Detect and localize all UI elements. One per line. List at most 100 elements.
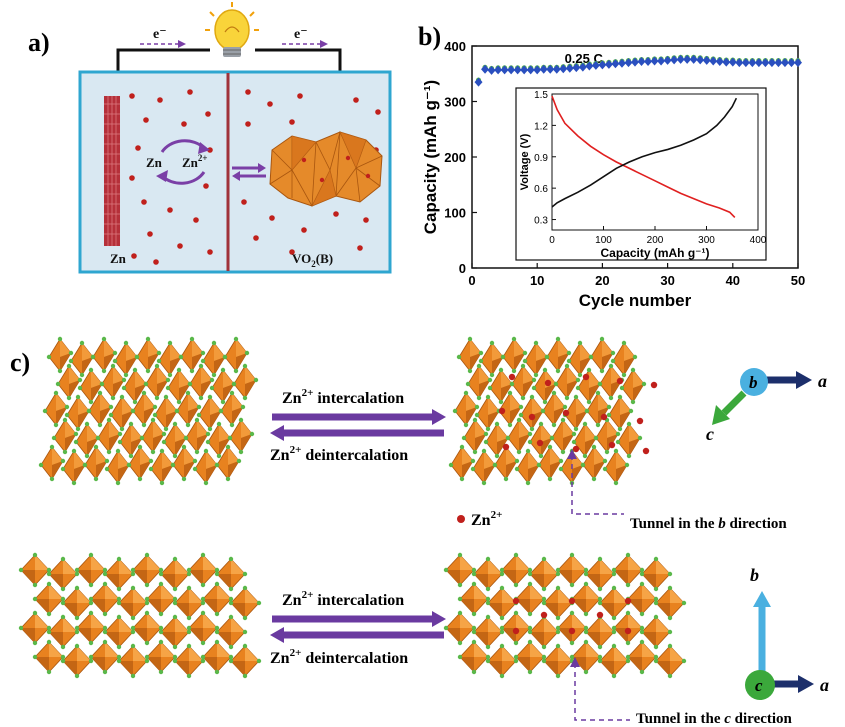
vo6-octahedron bbox=[513, 581, 547, 617]
vo6-octahedron bbox=[144, 581, 178, 617]
capacity-point bbox=[559, 64, 568, 74]
capacity-point bbox=[663, 55, 672, 65]
panel-label-b: b) bbox=[418, 22, 442, 51]
zn-ion bbox=[624, 597, 632, 605]
deintercalation-arrow-top bbox=[270, 425, 444, 441]
capacity-point bbox=[787, 58, 796, 68]
inset-x-axis-label: Capacity (mAh g⁻¹) bbox=[600, 246, 709, 260]
capacity-point bbox=[683, 54, 692, 64]
vo6-octahedron bbox=[228, 585, 262, 621]
capacity-point bbox=[709, 56, 718, 66]
intercalation-arrow-bottom bbox=[272, 611, 446, 627]
vo6-octahedron bbox=[470, 448, 498, 486]
vo6-octahedron bbox=[228, 643, 262, 679]
inset-y-tick-label: 0.3 bbox=[534, 216, 548, 227]
inset-y-tick-label: 1.2 bbox=[534, 121, 548, 132]
zn-ion bbox=[642, 447, 650, 455]
capacity-point bbox=[494, 65, 503, 75]
zn-ion bbox=[596, 611, 604, 619]
vo6-octahedron bbox=[583, 614, 617, 650]
capacity-point bbox=[546, 64, 555, 74]
discharge-curve bbox=[551, 95, 736, 219]
vo6-octahedron bbox=[172, 585, 206, 621]
zn-anode bbox=[104, 96, 120, 246]
capacity-point bbox=[526, 65, 535, 75]
axis-triad-bottom: c a b bbox=[745, 565, 829, 700]
axis-c-label-bottom: c bbox=[755, 676, 763, 695]
tunnel-b-label: Tunnel in the b direction bbox=[630, 516, 787, 532]
vo6-octahedron bbox=[527, 614, 561, 650]
y-tick-label: 300 bbox=[444, 95, 466, 110]
zn-metal-label: Zn bbox=[146, 155, 163, 170]
vo6-octahedron bbox=[144, 639, 178, 675]
capacity-point bbox=[578, 62, 587, 72]
vo6-octahedron bbox=[485, 643, 519, 679]
capacity-point bbox=[715, 57, 724, 67]
vo6-octahedron bbox=[541, 643, 575, 679]
intercalation-label-top: Zn2+intercalation bbox=[282, 387, 404, 407]
vo2-structure-c-view bbox=[18, 552, 262, 679]
vo6-octahedron bbox=[158, 614, 192, 650]
electron-label-left: e⁻ bbox=[153, 27, 167, 42]
vo6-octahedron bbox=[583, 556, 617, 592]
vo6-octahedron bbox=[602, 448, 630, 486]
light-bulb-icon bbox=[205, 2, 259, 57]
capacity-point bbox=[520, 65, 529, 75]
vo6-octahedron bbox=[46, 556, 80, 592]
zn-intercalated-structure-c-view bbox=[443, 552, 687, 679]
deintercalation-label-top: Zn2+deintercalation bbox=[270, 444, 408, 464]
cathode-label: VO2(B) bbox=[292, 251, 333, 269]
zn-ion bbox=[636, 417, 644, 425]
y-axis-label: Capacity (mAh g⁻¹) bbox=[421, 80, 440, 234]
vo6-octahedron bbox=[60, 448, 88, 486]
x-tick-label: 0 bbox=[468, 273, 475, 288]
capacity-point bbox=[585, 61, 594, 71]
y-tick-label: 200 bbox=[444, 150, 466, 165]
vo6-octahedron bbox=[625, 581, 659, 617]
capacity-point bbox=[552, 64, 561, 74]
capacity-point bbox=[591, 60, 600, 70]
vo6-octahedron bbox=[555, 552, 589, 588]
capacity-point bbox=[722, 57, 731, 67]
capacity-point bbox=[657, 56, 666, 66]
capacity-point bbox=[741, 58, 750, 68]
vo6-octahedron bbox=[443, 552, 477, 588]
capacity-point bbox=[748, 58, 757, 68]
zn-intercalated-structure-b-view bbox=[448, 336, 658, 486]
axis-a-label-bottom: a bbox=[820, 675, 829, 695]
vo6-octahedron bbox=[639, 556, 673, 592]
axis-a-label-top: a bbox=[818, 371, 827, 391]
vo6-octahedron bbox=[513, 639, 547, 675]
vo6-octahedron bbox=[569, 639, 603, 675]
vo6-octahedron bbox=[200, 581, 234, 617]
vo6-octahedron bbox=[186, 610, 220, 646]
zn-ion bbox=[616, 377, 624, 385]
vo6-octahedron bbox=[18, 552, 52, 588]
vo6-octahedron bbox=[639, 614, 673, 650]
zn-ion bbox=[498, 407, 506, 415]
vo6-octahedron bbox=[104, 448, 132, 486]
vo6-octahedron bbox=[38, 444, 66, 482]
inset-x-tick-label: 300 bbox=[698, 235, 715, 246]
deintercalation-arrow-bottom bbox=[270, 627, 444, 643]
vo6-octahedron bbox=[148, 448, 176, 486]
vo2-crystal-cell bbox=[269, 130, 383, 207]
axis-triad-top: b a c bbox=[706, 368, 827, 444]
vo6-octahedron bbox=[32, 639, 66, 675]
vo6-octahedron bbox=[18, 610, 52, 646]
zn-ion bbox=[528, 413, 536, 421]
electron-label-right: e⁻ bbox=[294, 27, 308, 42]
vo6-octahedron bbox=[625, 639, 659, 675]
zn-ion bbox=[508, 373, 516, 381]
capacity-point bbox=[761, 58, 770, 68]
vo6-octahedron bbox=[192, 448, 220, 486]
capacity-point bbox=[735, 58, 744, 68]
capacity-point bbox=[728, 57, 737, 67]
vo6-octahedron bbox=[102, 614, 136, 650]
inset-y-axis-label: Voltage (V) bbox=[519, 133, 531, 190]
capacity-point bbox=[780, 58, 789, 68]
vo6-octahedron bbox=[611, 552, 645, 588]
capacity-point bbox=[539, 64, 548, 74]
vo6-octahedron bbox=[457, 581, 491, 617]
